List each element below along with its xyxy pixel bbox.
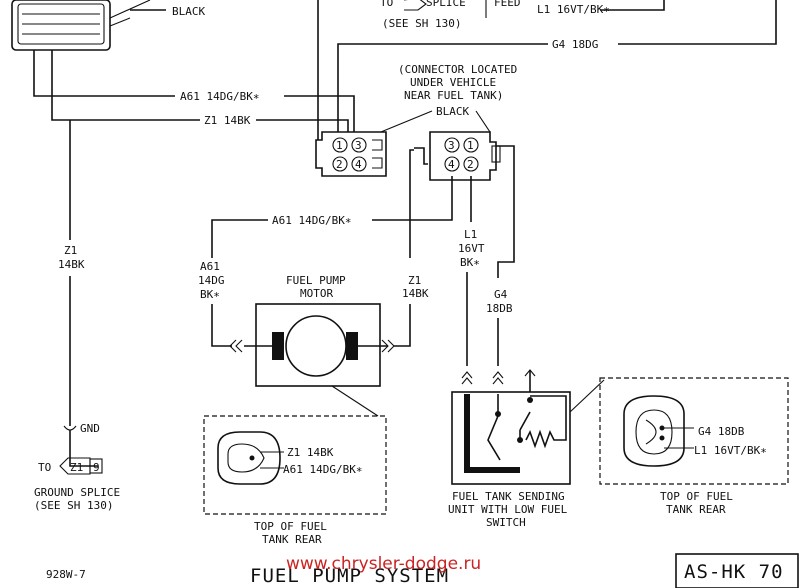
z1-pump-1: Z1 (408, 274, 421, 287)
l1-vert-3: BK∗ (460, 256, 480, 269)
pin-3: 3 (355, 139, 362, 152)
pump-title-2: MOTOR (300, 287, 333, 300)
top-left-connector (11, 0, 166, 51)
tank-rear-left-connector (217, 431, 281, 485)
tank-rear-right-box (599, 377, 789, 485)
connector-note-2: UNDER VEHICLE (410, 76, 496, 89)
ground-splice-2: (SEE SH 130) (34, 499, 113, 512)
connector-note-1: (CONNECTOR LOCATED (398, 63, 517, 76)
figure-code: 928W-7 (46, 568, 86, 581)
ground-splice-pin: 9 (93, 461, 100, 474)
sender-3: SWITCH (486, 516, 526, 529)
harness-connector-left: 1 2 3 4 (315, 131, 387, 177)
pin-3b: 3 (448, 139, 455, 152)
gnd-label: GND (80, 422, 100, 435)
top-splice-to: TO (380, 0, 393, 9)
g4-vert-1: G4 (494, 288, 508, 301)
wire-Z1-left: Z1 14BK (204, 114, 251, 127)
pin-4: 4 (355, 158, 362, 171)
top-connector-color: BLACK (172, 5, 205, 18)
tank-left-z1: Z1 14BK (287, 446, 334, 459)
ground-splice-id: Z1 (70, 461, 83, 474)
pin-2: 2 (336, 158, 343, 171)
z1-pump-2: 14BK (402, 287, 429, 300)
wire-G4-top: G4 18DG (552, 38, 598, 51)
l1-vert-2: 16VT (458, 242, 485, 255)
page-code: AS-HK 70 (684, 561, 784, 583)
a61-vert-3: BK∗ (200, 288, 220, 301)
l1-vert-1: L1 (464, 228, 477, 241)
top-splice: TO SPLICE (SEE SH 130) FEED (380, 0, 521, 30)
top-splice-label: SPLICE (426, 0, 466, 9)
ground-to: TO (38, 461, 51, 474)
pin-1: 1 (336, 139, 343, 152)
wire-L1-top: L1 16VT/BK∗ (537, 3, 610, 16)
z1-vert-1: Z1 (64, 244, 77, 257)
tank-right-g4: G4 18DB (698, 425, 745, 438)
tank-right-2: TANK REAR (666, 503, 726, 516)
system-title: FUEL PUMP SYSTEM (250, 565, 449, 587)
z1-vert-2: 14BK (58, 258, 85, 271)
a61-vert-1: A61 (200, 260, 220, 273)
pin-4b: 4 (448, 158, 455, 171)
harness-connector-right: 3 1 4 2 (429, 131, 501, 181)
pin-1b: 1 (467, 139, 474, 152)
connector-color: BLACK (436, 105, 469, 118)
watermark: www.chrysler-dodge.ru (286, 554, 481, 574)
top-splice-ref: (SEE SH 130) (382, 17, 461, 30)
tank-right-l1: L1 16VT/BK∗ (694, 444, 767, 457)
wire-A61-mid: A61 14DG/BK∗ (272, 214, 351, 227)
page-code-box (675, 553, 799, 588)
tank-rear-right-connector (623, 395, 685, 467)
a61-vert-2: 14DG (198, 274, 225, 287)
pump-title-1: FUEL PUMP (286, 274, 346, 287)
connector-note-3: NEAR FUEL TANK) (404, 89, 503, 102)
sender-2: UNIT WITH LOW FUEL (448, 503, 568, 516)
g4-vert-2: 18DB (486, 302, 513, 315)
pin-2b: 2 (467, 158, 474, 171)
wire-A61-left: A61 14DG/BK∗ (180, 90, 259, 103)
tank-rear-left-box (203, 415, 387, 515)
tank-left-1: TOP OF FUEL (254, 520, 327, 533)
tank-left-2: TANK REAR (262, 533, 322, 546)
tank-right-1: TOP OF FUEL (660, 490, 733, 503)
feed-label: FEED (494, 0, 521, 9)
tank-left-a61: A61 14DG/BK∗ (283, 463, 362, 476)
sender-1: FUEL TANK SENDING (452, 490, 565, 503)
ground-splice-1: GROUND SPLICE (34, 486, 120, 499)
